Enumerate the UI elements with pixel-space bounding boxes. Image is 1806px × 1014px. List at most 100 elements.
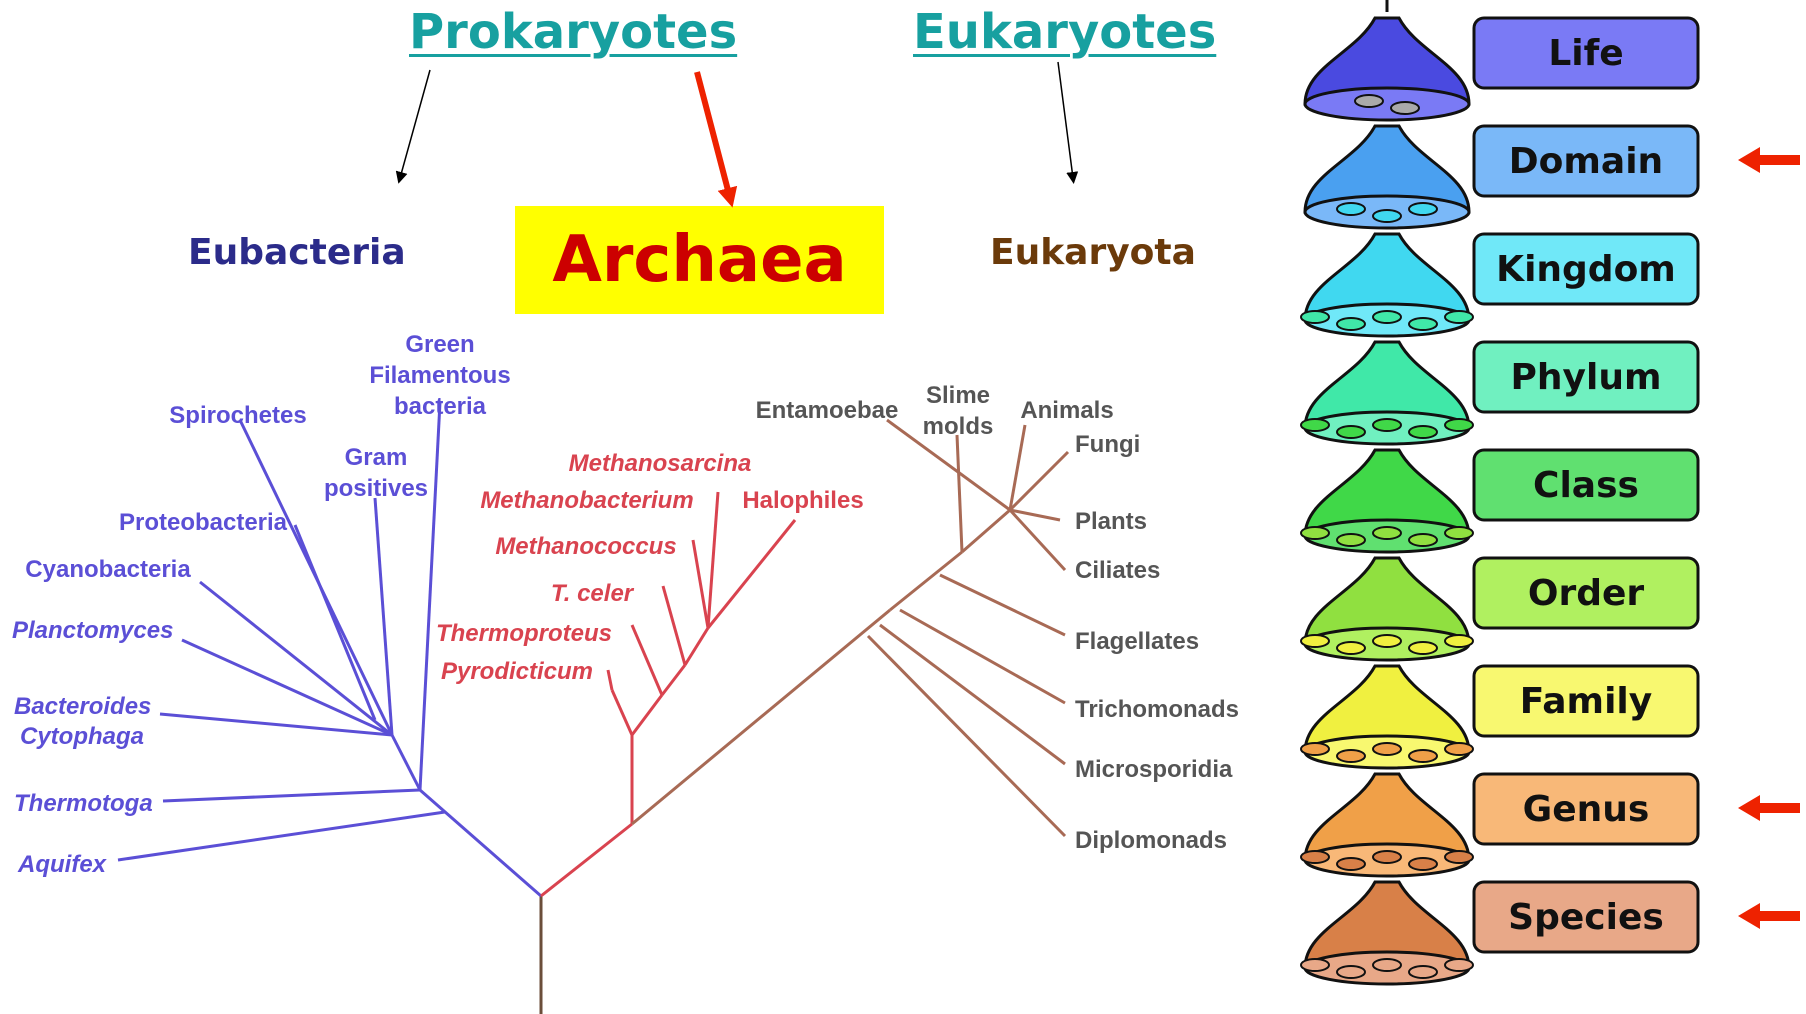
child-oval bbox=[1409, 858, 1437, 870]
tree-label: Microsporidia bbox=[1075, 756, 1233, 783]
child-oval bbox=[1337, 858, 1365, 870]
tree-label: Aquifex bbox=[17, 851, 108, 878]
tree-label: Methanococcus bbox=[495, 533, 676, 560]
child-oval bbox=[1337, 534, 1365, 546]
tree-label: Filamentous bbox=[369, 362, 510, 389]
level-label: Family bbox=[1520, 681, 1652, 722]
taxonomy-hierarchy: LifeDomainKingdomPhylumClassOrderFamilyG… bbox=[1301, 0, 1800, 984]
child-oval bbox=[1337, 203, 1365, 215]
tree-label: Methanosarcina bbox=[569, 450, 752, 477]
level-label: Species bbox=[1508, 897, 1664, 938]
tree-label: bacteria bbox=[394, 393, 487, 420]
tree-label: Ciliates bbox=[1075, 557, 1160, 584]
level-domain: Domain bbox=[1305, 126, 1800, 228]
archaea-labels: Methanosarcina Methanobacterium Halophil… bbox=[436, 450, 864, 685]
tree-label: positives bbox=[324, 475, 428, 502]
level-species: Species bbox=[1301, 882, 1800, 984]
child-oval bbox=[1355, 95, 1383, 107]
child-oval bbox=[1373, 419, 1401, 431]
tree-label: Trichomonads bbox=[1075, 696, 1239, 723]
child-oval bbox=[1445, 959, 1473, 971]
level-label: Class bbox=[1533, 465, 1639, 506]
tree-label: Proteobacteria bbox=[119, 509, 288, 536]
tree-label: Halophiles bbox=[742, 487, 863, 514]
prokaryotes-to-eubacteria-arrow bbox=[400, 70, 430, 178]
child-oval bbox=[1301, 635, 1329, 647]
tree-label: Cyanobacteria bbox=[25, 556, 191, 583]
level-order: Order bbox=[1301, 558, 1698, 660]
child-oval bbox=[1337, 426, 1365, 438]
child-oval bbox=[1445, 851, 1473, 863]
level-class: Class bbox=[1301, 450, 1698, 552]
level-kingdom: Kingdom bbox=[1301, 234, 1698, 336]
child-oval bbox=[1301, 959, 1329, 971]
child-oval bbox=[1373, 635, 1401, 647]
child-oval bbox=[1301, 419, 1329, 431]
child-oval bbox=[1373, 851, 1401, 863]
level-phylum: Phylum bbox=[1301, 342, 1698, 444]
prokaryotes-to-archaea-arrow bbox=[697, 72, 730, 198]
eukaryotes-to-eukaryota-arrow bbox=[1058, 62, 1073, 178]
level-label: Genus bbox=[1523, 789, 1650, 830]
child-oval bbox=[1373, 527, 1401, 539]
child-oval bbox=[1445, 527, 1473, 539]
tree-label: Gram bbox=[345, 444, 408, 471]
tree-label: Plants bbox=[1075, 508, 1147, 535]
tree-label: Bacteroides bbox=[14, 693, 151, 720]
child-oval bbox=[1337, 642, 1365, 654]
child-oval bbox=[1409, 203, 1437, 215]
level-label: Order bbox=[1528, 573, 1645, 614]
tree-label: Spirochetes bbox=[169, 402, 306, 429]
child-oval bbox=[1409, 750, 1437, 762]
tree-label: Cytophaga bbox=[20, 723, 144, 750]
child-oval bbox=[1445, 311, 1473, 323]
level-life: Life bbox=[1305, 18, 1698, 120]
tree-label: Flagellates bbox=[1075, 628, 1199, 655]
child-oval bbox=[1409, 534, 1437, 546]
red-marker-arrow bbox=[1738, 795, 1800, 821]
child-oval bbox=[1409, 318, 1437, 330]
level-label: Kingdom bbox=[1496, 249, 1676, 290]
child-oval bbox=[1445, 743, 1473, 755]
child-oval bbox=[1337, 750, 1365, 762]
child-oval bbox=[1337, 966, 1365, 978]
tree-label: Fungi bbox=[1075, 431, 1140, 458]
tree-label: Animals bbox=[1020, 397, 1113, 424]
tree-label: T. celer bbox=[551, 580, 635, 607]
tree-label: Green bbox=[405, 331, 474, 358]
child-oval bbox=[1373, 210, 1401, 222]
child-oval bbox=[1391, 102, 1419, 114]
child-oval bbox=[1373, 743, 1401, 755]
level-label: Phylum bbox=[1511, 357, 1662, 398]
child-oval bbox=[1337, 318, 1365, 330]
tree-label: Pyrodicticum bbox=[441, 658, 593, 685]
child-oval bbox=[1301, 311, 1329, 323]
tree-label: Thermoproteus bbox=[436, 620, 612, 647]
red-marker-arrow bbox=[1738, 147, 1800, 173]
tree-label: Entamoebae bbox=[756, 397, 899, 424]
child-oval bbox=[1373, 311, 1401, 323]
tree-label: Thermotoga bbox=[14, 790, 153, 817]
child-oval bbox=[1445, 419, 1473, 431]
tree-label: molds bbox=[923, 413, 994, 440]
tree-label: Methanobacterium bbox=[480, 487, 693, 514]
child-oval bbox=[1409, 426, 1437, 438]
child-oval bbox=[1445, 635, 1473, 647]
child-oval bbox=[1409, 966, 1437, 978]
level-label: Domain bbox=[1509, 141, 1663, 182]
eukarya-labels: Entamoebae Slime molds Animals Fungi Pla… bbox=[756, 382, 1239, 854]
tree-label: Slime bbox=[926, 382, 990, 409]
child-oval bbox=[1301, 851, 1329, 863]
eukarya-branches bbox=[632, 420, 1068, 836]
level-family: Family bbox=[1301, 666, 1698, 768]
child-oval bbox=[1301, 743, 1329, 755]
level-label: Life bbox=[1548, 33, 1623, 74]
tree-label: Planctomyces bbox=[12, 617, 173, 644]
red-marker-arrow bbox=[1738, 903, 1800, 929]
child-oval bbox=[1301, 527, 1329, 539]
child-oval bbox=[1409, 642, 1437, 654]
tree-label: Diplomonads bbox=[1075, 827, 1227, 854]
child-oval bbox=[1373, 959, 1401, 971]
bell-base bbox=[1305, 88, 1469, 120]
